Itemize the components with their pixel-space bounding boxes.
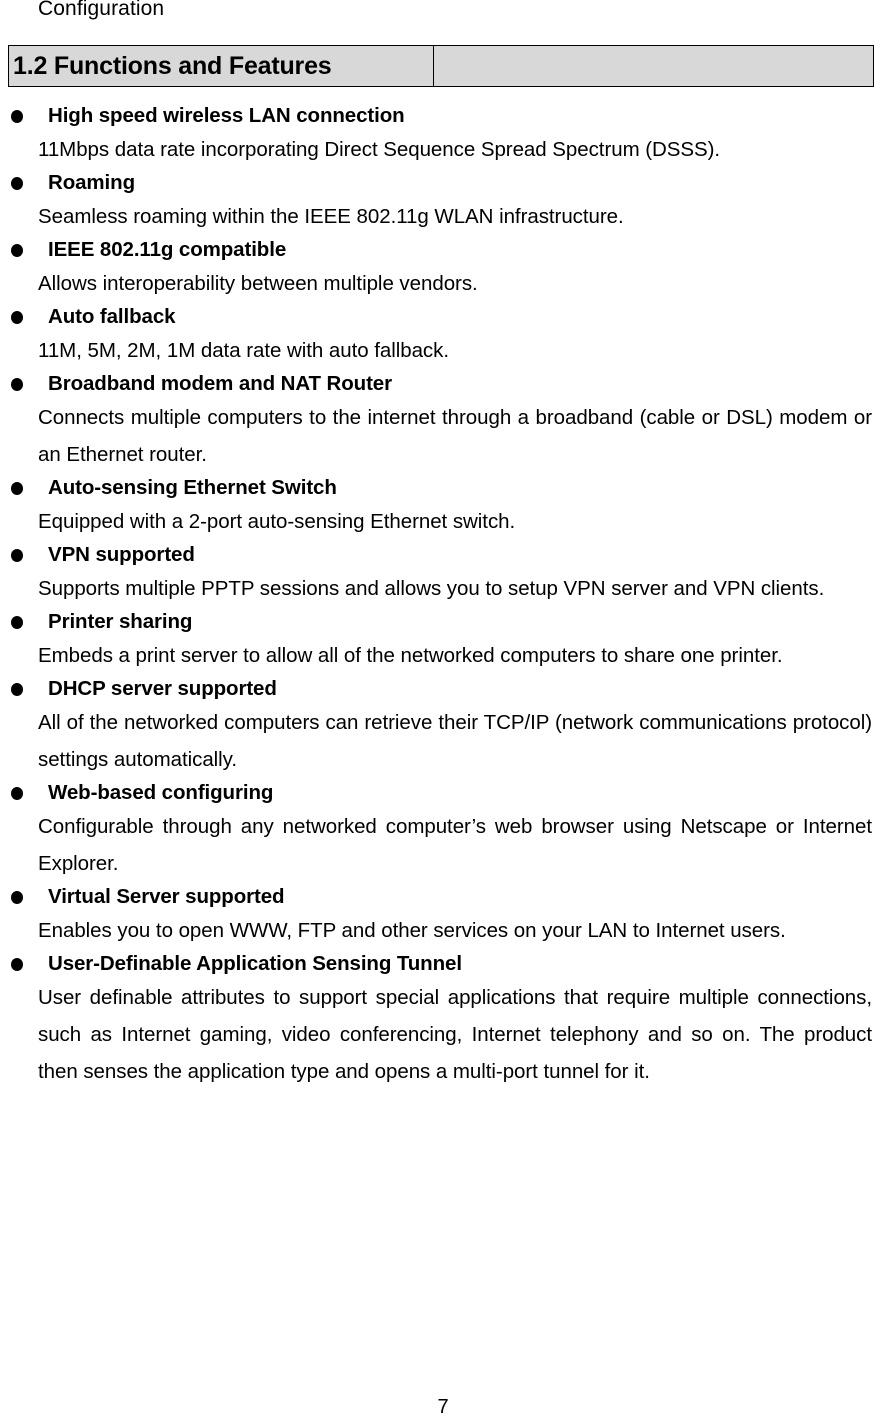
feature-heading: High speed wireless LAN connection — [0, 101, 886, 131]
feature-description: Allows interoperability between multiple… — [38, 272, 478, 295]
feature-description: Embeds a print server to allow all of th… — [38, 644, 783, 667]
feature-heading: IEEE 802.11g compatible — [0, 235, 886, 265]
feature-description: Equipped with a 2-port auto-sensing Ethe… — [38, 510, 516, 533]
feature-description: User definable attributes to support spe… — [38, 986, 872, 1083]
feature-heading-label: Web-based configuring — [48, 781, 274, 804]
bullet-icon — [11, 177, 23, 190]
bullet-icon — [11, 378, 23, 391]
feature-heading: Roaming — [0, 168, 886, 198]
feature-description: Supports multiple PPTP sessions and allo… — [38, 577, 825, 600]
running-header: Configuration — [38, 0, 165, 20]
feature-description: Connects multiple computers to the inter… — [38, 406, 872, 466]
feature-heading-label: Auto-sensing Ethernet Switch — [48, 476, 337, 499]
feature-heading: Virtual Server supported — [0, 882, 886, 912]
feature-heading: Auto-sensing Ethernet Switch — [0, 473, 886, 503]
feature-heading: VPN supported — [0, 540, 886, 570]
feature-heading-label: Broadband modem and NAT Router — [48, 372, 392, 395]
section-title: 1.2 Functions and Features — [13, 51, 332, 80]
feature-item: High speed wireless LAN connection 11Mbps… — [0, 101, 886, 168]
feature-heading-label: Auto fallback — [48, 305, 176, 328]
bullet-icon — [11, 683, 23, 696]
feature-heading-label: Virtual Server supported — [48, 885, 285, 908]
feature-description: Enables you to open WWW, FTP and other s… — [38, 919, 786, 942]
feature-heading-label: Roaming — [48, 171, 135, 194]
section-heading-cell: 1.2 Functions and Features — [9, 46, 434, 86]
feature-heading-label: Printer sharing — [48, 610, 193, 633]
feature-heading: Web-based configuring — [0, 778, 886, 808]
bullet-icon — [11, 311, 23, 324]
feature-description: 11M, 5M, 2M, 1M data rate with auto fall… — [38, 339, 449, 362]
feature-heading: Auto fallback — [0, 302, 886, 332]
feature-item: User-Definable Application Sensing Tunne… — [0, 949, 886, 1090]
feature-description: Configurable through any networked compu… — [38, 815, 872, 875]
feature-item: Auto fallback 11M, 5M, 2M, 1M data rate w… — [0, 302, 886, 369]
section-heading-spacer-cell — [434, 46, 873, 86]
feature-heading: Broadband modem and NAT Router — [0, 369, 886, 399]
bullet-icon — [11, 891, 23, 904]
page-number: 7 — [437, 1396, 449, 1418]
feature-heading: User-Definable Application Sensing Tunne… — [0, 949, 886, 979]
section-heading-bar: 1.2 Functions and Features — [8, 45, 874, 87]
bullet-icon — [11, 110, 23, 123]
feature-list: High speed wireless LAN connection 11Mbps… — [0, 101, 886, 1090]
feature-heading-label: High speed wireless LAN connection — [48, 104, 405, 127]
bullet-icon — [11, 958, 23, 971]
bullet-icon — [11, 244, 23, 257]
bullet-icon — [11, 549, 23, 562]
feature-heading-label: IEEE 802.11g compatible — [48, 238, 287, 261]
feature-description: Seamless roaming within the IEEE 802.11g… — [38, 205, 624, 228]
feature-heading-label: VPN supported — [48, 543, 195, 566]
bullet-icon — [11, 787, 23, 800]
feature-description: All of the networked computers can retri… — [38, 711, 872, 771]
feature-heading-label: User-Definable Application Sensing Tunne… — [48, 952, 462, 975]
feature-heading: Printer sharing — [0, 607, 886, 637]
bullet-icon — [11, 482, 23, 495]
feature-description: 11Mbps data rate incorporating Direct Se… — [38, 138, 721, 161]
feature-heading: DHCP server supported — [0, 674, 886, 704]
bullet-icon — [11, 616, 23, 629]
feature-heading-label: DHCP server supported — [48, 677, 277, 700]
